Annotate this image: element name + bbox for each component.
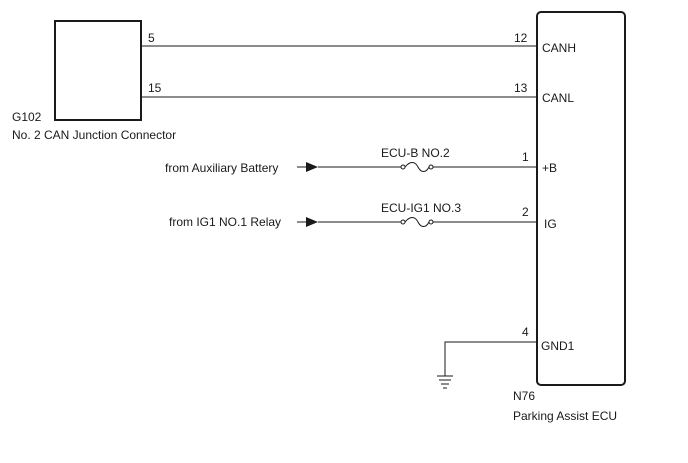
junction-connector-box — [54, 20, 142, 121]
canl-ecu-pin: 13 — [514, 81, 528, 95]
gnd-circuit: 4 GND1 — [437, 325, 575, 389]
ecu-name: Parking Assist ECU — [513, 409, 617, 423]
canh-connector-pin: 5 — [148, 31, 155, 45]
parking-assist-ecu-box — [536, 11, 626, 386]
canl-terminal-label: CANL — [542, 91, 574, 105]
gnd-ecu-pin: 4 — [522, 325, 529, 339]
b-fuse-label: ECU-B NO.2 — [381, 146, 450, 160]
gnd-wire — [444, 341, 537, 376]
ig-source-label: from IG1 NO.1 Relay — [169, 215, 281, 229]
b-terminal-label: +B — [542, 161, 557, 175]
ground-icon — [437, 375, 453, 389]
b-fuse-icon — [400, 162, 434, 172]
ig-arrow-icon — [306, 217, 318, 227]
ig-fuse-icon — [400, 217, 434, 227]
ig-ecu-pin: 2 — [522, 205, 529, 219]
gnd-terminal-label: GND1 — [541, 339, 575, 353]
junction-connector-code: G102 — [12, 110, 42, 124]
ecu-code: N76 — [513, 389, 535, 403]
canh-circuit: 5 12 CANH — [141, 31, 576, 55]
ig-fuse-label: ECU-IG1 NO.3 — [381, 201, 461, 215]
canl-circuit: 15 13 CANL — [141, 81, 574, 105]
b-source-label: from Auxiliary Battery — [165, 161, 278, 175]
canh-terminal-label: CANH — [542, 41, 576, 55]
b-arrow-icon — [306, 162, 318, 172]
ig-circuit: from IG1 NO.1 Relay ECU-IG1 NO.3 2 IG — [169, 201, 557, 231]
ig-terminal-label: IG — [544, 217, 557, 231]
junction-connector-name: No. 2 CAN Junction Connector — [12, 128, 176, 142]
b-ecu-pin: 1 — [522, 150, 529, 164]
b-circuit: from Auxiliary Battery ECU-B NO.2 1 +B — [165, 146, 557, 175]
canl-connector-pin: 15 — [148, 81, 162, 95]
canh-ecu-pin: 12 — [514, 31, 528, 45]
